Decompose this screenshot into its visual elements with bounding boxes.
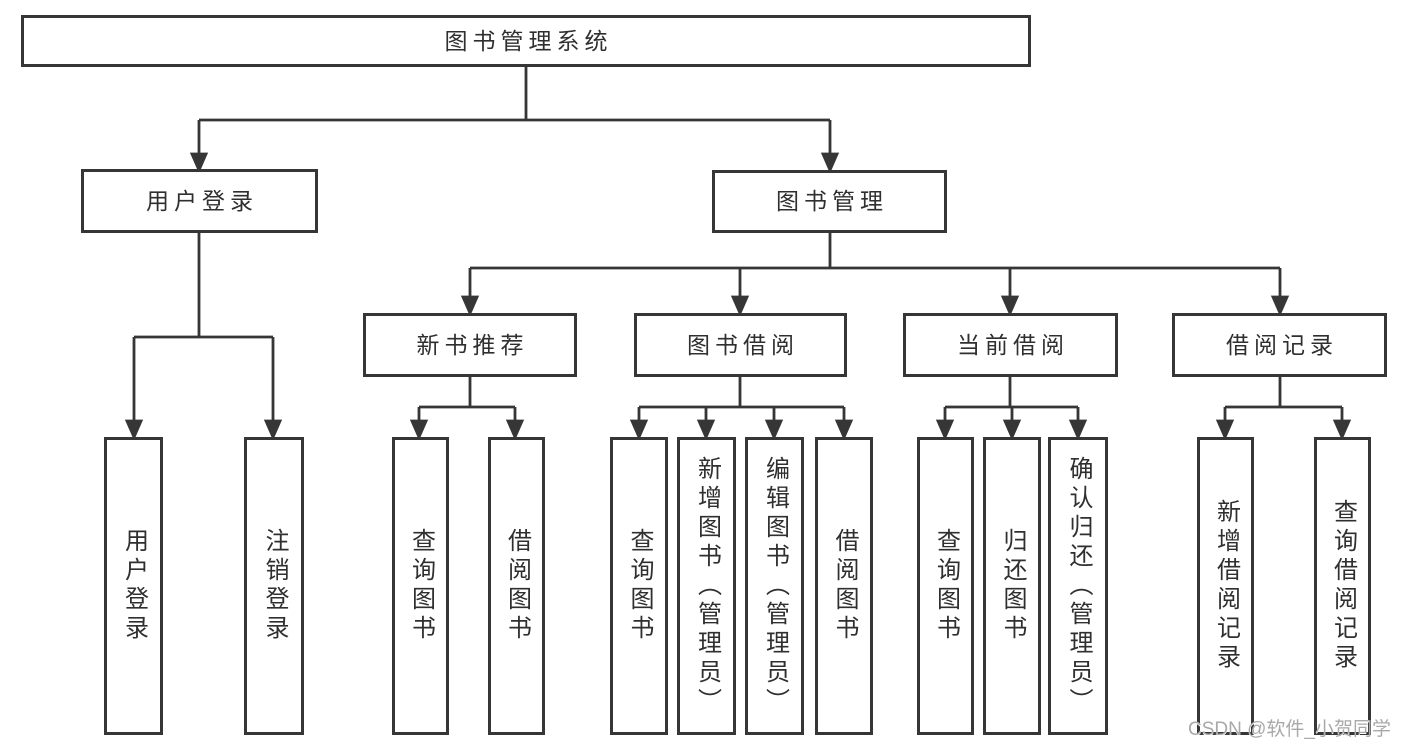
- node-system-root-label: 图书管理系统: [444, 27, 613, 54]
- leaf-edit-books-admin-label: 编辑图书（管理员）: [761, 455, 789, 717]
- node-new-book-recommendation-label: 新书推荐: [416, 331, 529, 358]
- leaf-query-borrow-record-label: 查询借阅记录: [1329, 499, 1357, 673]
- leaf-borrow-books-label: 借阅图书: [831, 528, 858, 644]
- leaf-user-login-label: 用户登录: [120, 528, 148, 644]
- leaf-user-login: 用户登录: [104, 437, 163, 735]
- node-system-root: 图书管理系统: [21, 15, 1031, 67]
- node-book-management: 图书管理: [712, 170, 947, 233]
- leaf-query-borrow-record: 查询借阅记录: [1314, 437, 1371, 735]
- leaf-confirm-return-admin: 确认归还（管理员）: [1048, 437, 1108, 735]
- connector-book-mgmt: [460, 233, 1290, 317]
- node-borrowing-records: 借阅记录: [1172, 313, 1387, 377]
- node-new-book-recommendation: 新书推荐: [363, 313, 577, 377]
- leaf-query-books-recommend-label: 查询图书: [407, 528, 435, 644]
- leaf-logout-label: 注销登录: [261, 528, 288, 644]
- node-book-borrowing-label: 图书借阅: [687, 331, 799, 358]
- leaf-query-books-borrowing: 查询图书: [610, 437, 668, 735]
- leaf-edit-books-admin: 编辑图书（管理员）: [745, 437, 804, 735]
- leaf-return-books-label: 归还图书: [999, 528, 1026, 644]
- node-current-borrowing: 当前借阅: [903, 313, 1118, 377]
- leaf-borrow-books-recommend-label: 借阅图书: [503, 528, 531, 644]
- connector-book-borrow: [629, 376, 854, 441]
- leaf-add-books-admin-label: 新增图书（管理员）: [693, 455, 721, 717]
- leaf-add-borrow-record: 新增借阅记录: [1197, 437, 1254, 735]
- connector-borrow-record: [1215, 376, 1352, 441]
- leaf-query-books-recommend: 查询图书: [392, 437, 449, 735]
- node-borrowing-records-label: 借阅记录: [1226, 331, 1338, 358]
- leaf-return-books: 归还图书: [983, 437, 1041, 735]
- connector-new-book: [409, 376, 525, 441]
- leaf-borrow-books-recommend: 借阅图书: [488, 437, 545, 735]
- node-current-borrowing-label: 当前借阅: [957, 331, 1069, 358]
- leaf-confirm-return-admin-label: 确认归还（管理员）: [1065, 455, 1092, 717]
- leaf-query-books-current: 查询图书: [917, 437, 974, 735]
- csdn-watermark: CSDN @软件_小贺同学: [1188, 719, 1391, 740]
- leaf-add-books-admin: 新增图书（管理员）: [677, 437, 736, 735]
- node-user-login-label: 用户登录: [146, 187, 258, 214]
- leaf-logout: 注销登录: [244, 437, 304, 735]
- connector-root: [189, 66, 840, 174]
- leaf-query-books-current-label: 查询图书: [932, 528, 960, 644]
- node-user-login: 用户登录: [81, 169, 318, 233]
- node-book-borrowing: 图书借阅: [634, 313, 847, 377]
- leaf-add-borrow-record-label: 新增借阅记录: [1212, 499, 1240, 673]
- connector-current-borrow: [935, 376, 1088, 441]
- leaf-query-books-borrowing-label: 查询图书: [626, 528, 653, 644]
- leaf-borrow-books: 借阅图书: [815, 437, 873, 735]
- node-book-management-label: 图书管理: [776, 188, 888, 214]
- connector-user-login: [124, 233, 283, 441]
